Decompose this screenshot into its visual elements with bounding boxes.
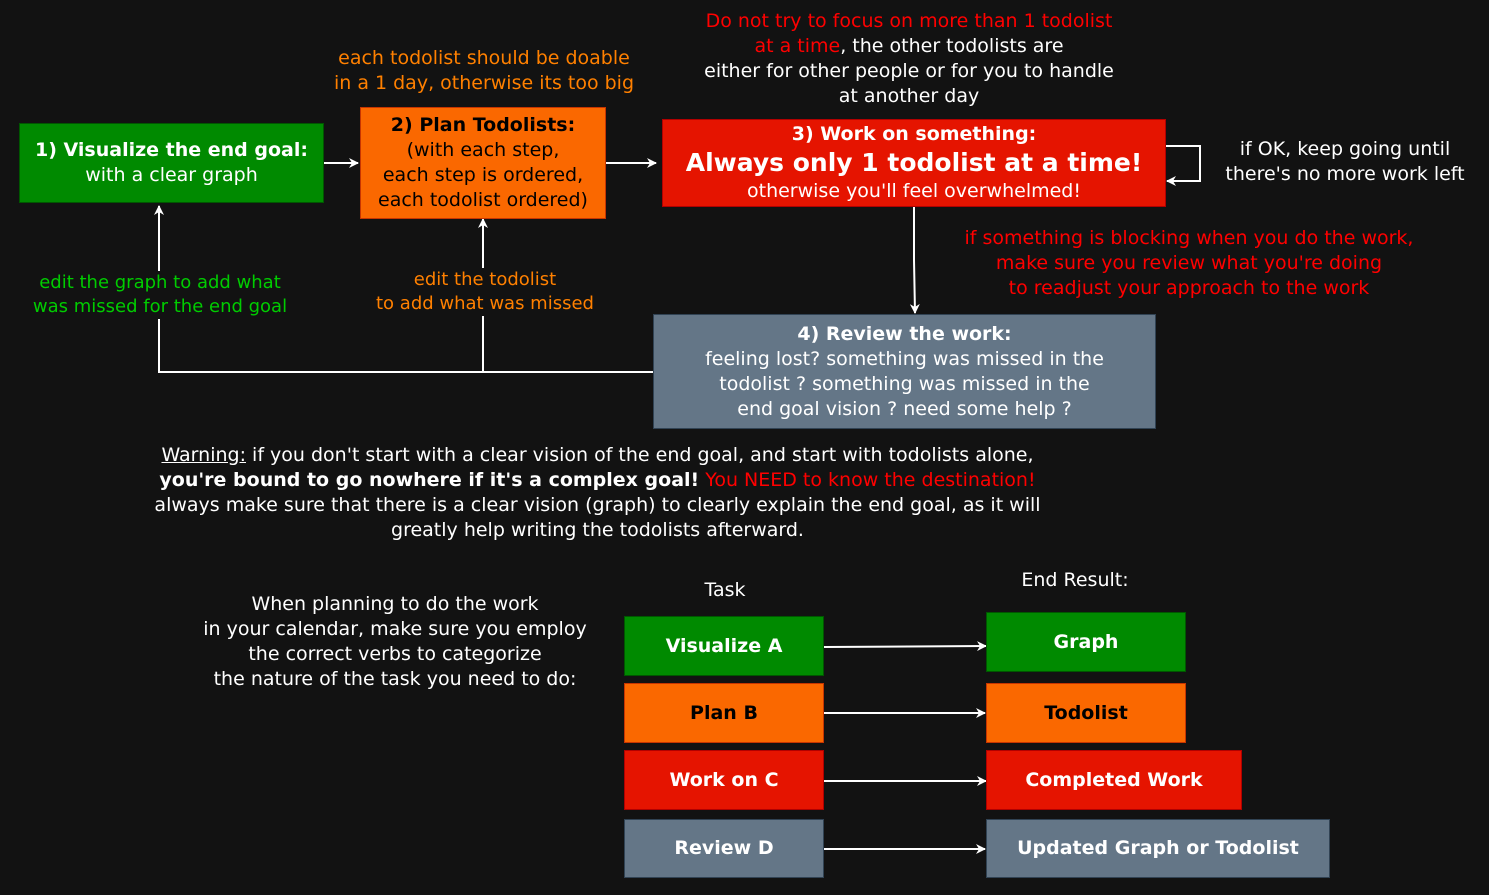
step2-line1: (with each step, xyxy=(406,139,560,161)
note-focus-line1: Do not try to focus on more than 1 todol… xyxy=(705,10,1113,32)
label-edit-graph-line1: edit the graph to add what xyxy=(39,272,281,293)
step3-subtitle: otherwise you'll feel overwhelmed! xyxy=(747,180,1081,202)
note-blocking-line2: make sure you review what you're doing xyxy=(995,252,1383,274)
verbs-intro-line3: the correct verbs to categorize xyxy=(248,643,542,665)
note-doable-line1: each todolist should be doable xyxy=(338,47,630,69)
step4-title: 4) Review the work: xyxy=(797,322,1012,345)
label-edit-graph: edit the graph to add what was missed fo… xyxy=(20,271,300,319)
note-blocking-line1: if something is blocking when you do the… xyxy=(964,227,1414,249)
arrow-visualize-to-graph xyxy=(823,641,987,652)
warning-red: You NEED to know the destination! xyxy=(699,469,1036,491)
result-completed-work: Completed Work xyxy=(986,750,1242,810)
note-focus-line2: at a time, the other todolists are xyxy=(668,34,1150,59)
step4-line1: feeling lost? something was missed in th… xyxy=(705,347,1104,370)
note-focus-line3: either for other people or for you to ha… xyxy=(704,60,1114,82)
arrow-step3-to-step4 xyxy=(909,207,920,314)
task-header: Task xyxy=(704,579,746,601)
label-edit-todolist-line1: edit the todolist xyxy=(413,269,557,290)
step2-plan-box: 2) Plan Todolists: (with each step, each… xyxy=(360,107,606,219)
verbs-intro-line2: in your calendar, make sure you employ xyxy=(203,618,587,640)
note-doable-line2: in a 1 day, otherwise its too big xyxy=(333,72,635,94)
step2-title: 2) Plan Todolists: xyxy=(390,114,576,136)
warning-line2: you're bound to go nowhere if it's a com… xyxy=(100,468,1095,493)
result-todolist: Todolist xyxy=(986,683,1186,743)
label-edit-graph-line2: was missed for the end goal xyxy=(32,296,288,317)
step4-line3: end goal vision ? need some help ? xyxy=(737,397,1072,420)
warning-bold: you're bound to go nowhere if it's a com… xyxy=(159,469,700,491)
label-edit-todolist-line2: to add what was missed xyxy=(376,293,594,314)
task-review-d: Review D xyxy=(624,819,824,878)
warning-line4: greatly help writing the todolists after… xyxy=(391,519,804,541)
step1-title: 1) Visualize the end goal: xyxy=(35,139,308,161)
step4-line2: todolist ? something was missed in the xyxy=(719,372,1090,395)
verbs-intro-line4: the nature of the task you need to do: xyxy=(213,668,577,690)
note-keep-going: if OK, keep going until there's no more … xyxy=(1208,137,1482,187)
arrow-step4-to-step1 xyxy=(154,205,483,373)
note-keep-going-line2: there's no more work left xyxy=(1225,163,1465,185)
step1-subtitle: with a clear graph xyxy=(85,164,258,186)
result-updated-graph-or-todolist: Updated Graph or Todolist xyxy=(986,819,1330,878)
verbs-intro: When planning to do the work in your cal… xyxy=(175,592,615,692)
label-edit-todolist: edit the todolist to add what was missed xyxy=(362,268,608,316)
step3-title: 3) Work on something: xyxy=(791,123,1037,145)
arrow-step3-loop xyxy=(1166,145,1201,186)
step3-headline: Always only 1 todolist at a time! xyxy=(685,148,1143,177)
step1-visualize-box: 1) Visualize the end goal: with a clear … xyxy=(19,123,324,203)
warning-line3: always make sure that there is a clear v… xyxy=(154,494,1041,516)
note-keep-going-line1: if OK, keep going until xyxy=(1239,138,1451,160)
warning-label: Warning: xyxy=(161,444,246,466)
note-blocking: if something is blocking when you do the… xyxy=(930,226,1448,301)
note-focus-red2: at a time xyxy=(754,35,841,57)
warning-line1: Warning: if you don't start with a clear… xyxy=(100,443,1095,468)
note-blocking-line3: to readjust your approach to the work xyxy=(1008,277,1370,299)
warning-block: Warning: if you don't start with a clear… xyxy=(100,443,1095,543)
task-plan-b: Plan B xyxy=(624,683,824,743)
result-header: End Result: xyxy=(1021,569,1129,591)
verbs-intro-line1: When planning to do the work xyxy=(251,593,539,615)
task-visualize-a: Visualize A xyxy=(624,616,824,676)
warning-line1-text: if you don't start with a clear vision o… xyxy=(246,444,1034,466)
note-doable: each todolist should be doable in a 1 da… xyxy=(310,46,658,96)
note-focus-white2: , the other todolists are xyxy=(840,35,1064,57)
note-focus-line4: at another day xyxy=(838,85,980,107)
step4-review-box: 4) Review the work: feeling lost? someth… xyxy=(653,314,1156,429)
result-graph: Graph xyxy=(986,612,1186,672)
step2-line3: each todolist ordered) xyxy=(378,189,588,211)
step3-work-box: 3) Work on something: Always only 1 todo… xyxy=(662,119,1166,207)
note-focus: Do not try to focus on more than 1 todol… xyxy=(668,9,1150,109)
step2-line2: each step is ordered, xyxy=(382,164,584,186)
task-work-on-c: Work on C xyxy=(624,750,824,810)
